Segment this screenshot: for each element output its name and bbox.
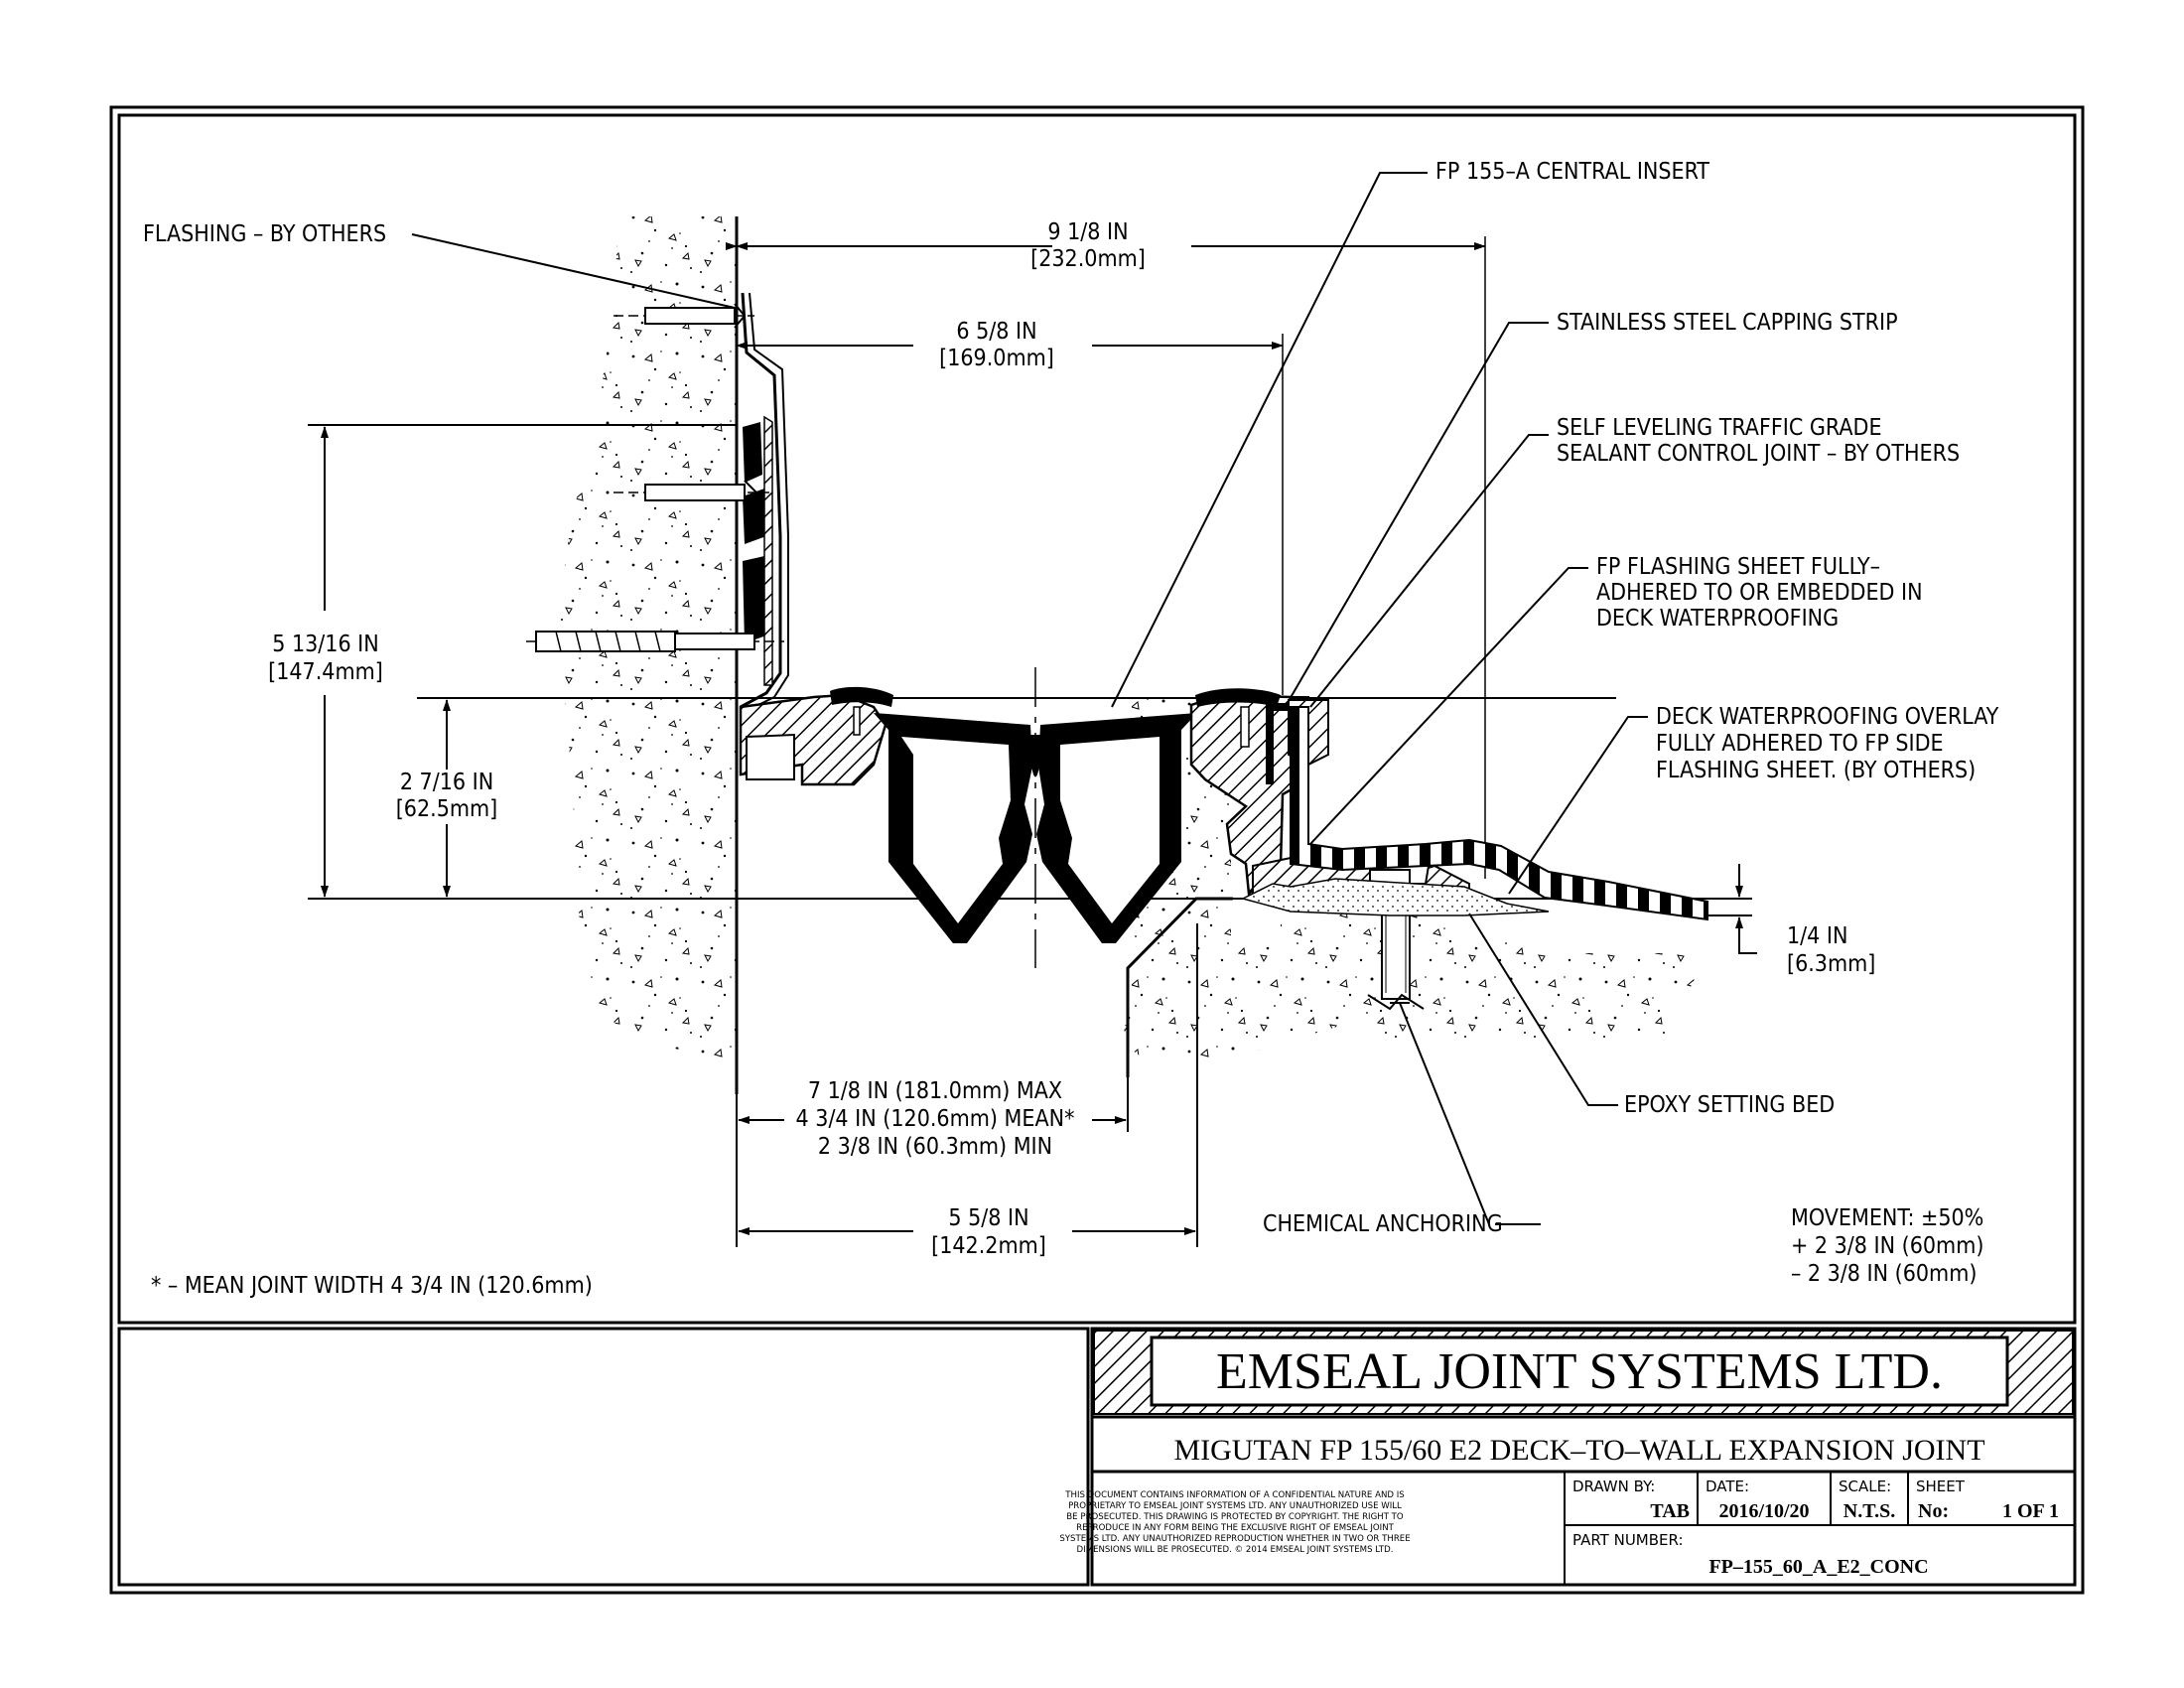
sheet-label: SHEET xyxy=(1916,1477,1966,1495)
label-anchoring: CHEMICAL ANCHORING xyxy=(1263,1211,1503,1237)
inner-border xyxy=(117,113,2077,1325)
label-fp-sheet-1: FP FLASHING SHEET FULLY– xyxy=(1596,554,1880,580)
scale-label: SCALE: xyxy=(1839,1477,1891,1495)
concrete-wall xyxy=(560,216,739,1094)
scale: N.T.S. xyxy=(1843,1500,1895,1522)
dim-6-5-8-in: 6 5/8 IN xyxy=(956,319,1036,345)
central-insert xyxy=(874,713,1197,943)
dim-1-4-in: 1/4 IN xyxy=(1787,923,1847,949)
label-overlay-2: FULLY ADHERED TO FP SIDE xyxy=(1656,731,1944,757)
fp-flashing-sheet xyxy=(1290,706,1708,921)
dim-9-1-8-mm: [232.0mm] xyxy=(1030,246,1146,272)
date: 2016/10/20 xyxy=(1718,1500,1809,1522)
outer-border xyxy=(109,105,2085,1595)
date-label: DATE: xyxy=(1706,1477,1749,1495)
footnote: * – MEAN JOINT WIDTH 4 3/4 IN (120.6mm) xyxy=(151,1273,593,1299)
callout-labels: FLASHING – BY OTHERS FP 155–A CENTRAL IN… xyxy=(143,159,1999,1237)
dim-2-7-16-mm: [62.5mm] xyxy=(396,796,498,822)
dim-1-4-mm: [6.3mm] xyxy=(1787,951,1875,977)
label-flashing: FLASHING – BY OTHERS xyxy=(143,221,386,247)
dimension-labels: 9 1/8 IN [232.0mm] 6 5/8 IN [169.0mm] 5 … xyxy=(268,219,1875,1259)
epoxy-setting-bed xyxy=(1240,878,1550,916)
wall-anchor-3 xyxy=(526,631,784,652)
wall-anchor-1 xyxy=(614,303,754,329)
drawn-by-label: DRAWN BY: xyxy=(1572,1477,1655,1495)
leader-lines xyxy=(411,172,1648,1225)
label-fp-sheet-3: DECK WATERPROOFING xyxy=(1596,606,1839,632)
label-sealant-1: SELF LEVELING TRAFFIC GRADE xyxy=(1557,415,1882,441)
dim-width-min: 2 3/8 IN (60.3mm) MIN xyxy=(818,1134,1052,1160)
notice-line-1: THIS DOCUMENT CONTAINS INFORMATION OF A … xyxy=(1064,1490,1404,1500)
wall-anchor-2 xyxy=(614,480,769,505)
dim-6-5-8-mm: [169.0mm] xyxy=(939,346,1054,371)
label-epoxy: EPOXY SETTING BED xyxy=(1624,1092,1835,1118)
drawn-by: TAB xyxy=(1650,1500,1690,1522)
notice-line-2: PROPRIETARY TO EMSEAL JOINT SYSTEMS LTD.… xyxy=(1068,1501,1402,1511)
dim-5-5-8-mm: [142.2mm] xyxy=(931,1233,1046,1259)
company-name: EMSEAL JOINT SYSTEMS LTD. xyxy=(1216,1343,1943,1400)
movement-title: MOVEMENT: ±50% xyxy=(1791,1205,1983,1231)
label-central-insert: FP 155–A CENTRAL INSERT xyxy=(1435,159,1709,185)
dim-2-7-16-in: 2 7/16 IN xyxy=(400,770,493,795)
label-sealant-2: SEALANT CONTROL JOINT – BY OTHERS xyxy=(1557,441,1960,467)
movement-minus: – 2 3/8 IN (60mm) xyxy=(1791,1261,1977,1287)
left-edge-profile xyxy=(739,686,893,786)
label-capping-strip: STAINLESS STEEL CAPPING STRIP xyxy=(1557,310,1898,336)
part-number-label: PART NUMBER: xyxy=(1572,1531,1684,1549)
label-fp-sheet-2: ADHERED TO OR EMBEDDED IN xyxy=(1596,580,1923,606)
dimension-lines xyxy=(321,242,1757,1247)
sheet-number: 1 OF 1 xyxy=(2002,1500,2059,1522)
notice-line-4: REPRODUCE IN ANY FORM BEING THE EXCLUSIV… xyxy=(1076,1523,1395,1533)
movement-plus: + 2 3/8 IN (60mm) xyxy=(1791,1233,1983,1259)
part-number: FP–155_60_A_E2_CONC xyxy=(1708,1556,1928,1578)
product-title: MIGUTAN FP 155/60 E2 DECK–TO–WALL EXPANS… xyxy=(1173,1434,1984,1467)
movement-note: MOVEMENT: ±50% + 2 3/8 IN (60mm) – 2 3/8… xyxy=(1791,1205,1983,1287)
sheet-no-label: No: xyxy=(1918,1500,1949,1522)
dim-5-5-8-in: 5 5/8 IN xyxy=(948,1205,1028,1231)
notice-line-6: DIMENSIONS WILL BE PROSECUTED. © 2014 EM… xyxy=(1077,1545,1394,1555)
label-overlay-1: DECK WATERPROOFING OVERLAY xyxy=(1656,704,1999,730)
wall-flashing-assembly xyxy=(526,292,789,709)
label-overlay-3: FLASHING SHEET. (BY OTHERS) xyxy=(1656,758,1976,783)
notice-line-3: BE PROSECUTED. THIS DRAWING IS PROTECTED… xyxy=(1066,1512,1404,1522)
dim-width-max: 7 1/8 IN (181.0mm) MAX xyxy=(808,1078,1062,1104)
notice-line-5: SYSTEMS LTD. ANY UNAUTHORIZED REPRODUCTI… xyxy=(1059,1534,1410,1544)
dim-9-1-8-in: 9 1/8 IN xyxy=(1047,219,1128,245)
dim-width-mean: 4 3/4 IN (120.6mm) MEAN* xyxy=(796,1106,1075,1132)
dim-5-13-16-in: 5 13/16 IN xyxy=(272,632,379,657)
dim-5-13-16-mm: [147.4mm] xyxy=(268,659,383,685)
title-block: EMSEAL JOINT SYSTEMS LTD. MIGUTAN FP 155… xyxy=(117,1327,2077,1587)
